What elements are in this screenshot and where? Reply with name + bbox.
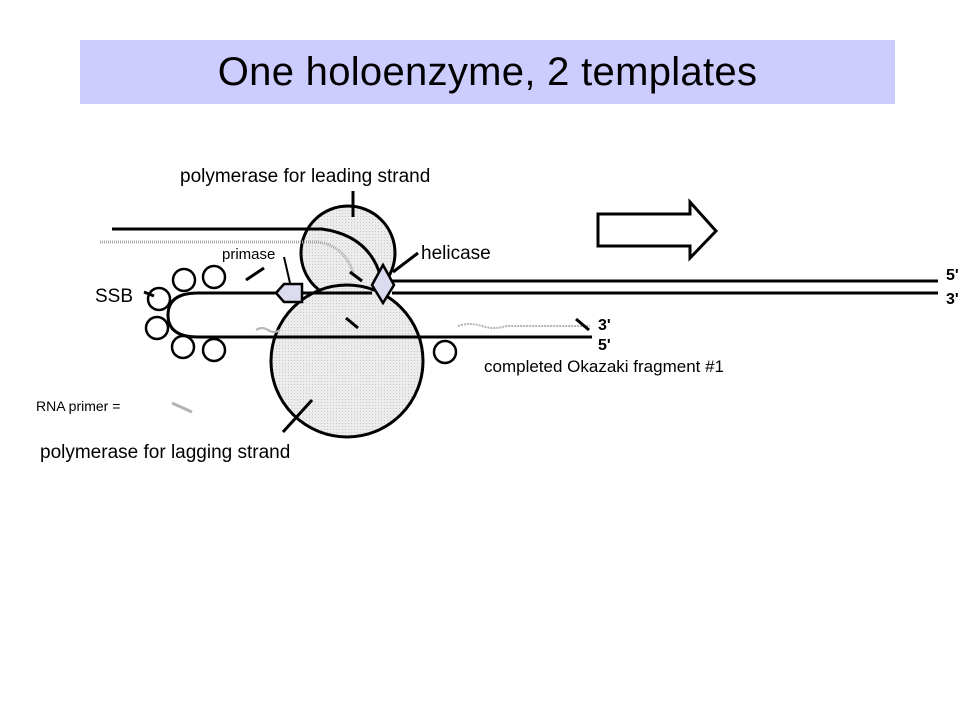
ssb-protein: [432, 339, 458, 365]
label-primase: primase: [222, 246, 275, 263]
ssb-protein: [170, 334, 196, 360]
label-top-3prime: 3': [946, 291, 959, 308]
leader-line-okazaki-3prime: [575, 317, 590, 332]
page-title: One holoenzyme, 2 templates: [217, 49, 758, 94]
label-top-5prime: 5': [946, 267, 959, 284]
helicase-shape: [370, 262, 396, 306]
leader-line-primase: [245, 266, 265, 282]
label-fragment-5prime: 5': [598, 337, 611, 354]
leader-line-helicase-tick: [349, 270, 363, 283]
leading-new-strand: [100, 240, 356, 277]
label-fragment-3prime: 3': [598, 317, 611, 334]
leader-line-helicase: [392, 251, 419, 274]
label-lagging-polymerase: polymerase for lagging strand: [40, 442, 290, 463]
okazaki-rna-primer: [457, 323, 590, 329]
ssb-protein: [144, 315, 170, 341]
label-okazaki-fragment: completed Okazaki fragment #1: [484, 357, 724, 376]
leader-line-lagging-polymerase: [281, 398, 314, 434]
leader-line-primase-2: [283, 256, 291, 284]
label-leading-polymerase: polymerase for leading strand: [180, 166, 430, 187]
title-bar: One holoenzyme, 2 templates: [80, 40, 895, 104]
leader-line-lagging-tick: [345, 316, 359, 330]
label-helicase: helicase: [421, 243, 491, 264]
ssb-protein: [201, 337, 227, 363]
ssb-protein: [201, 264, 227, 290]
ssb-protein: [171, 267, 197, 293]
ssb-protein: [146, 286, 172, 312]
primase-shape: [274, 282, 304, 304]
lagging-new-strand-primer: [255, 327, 281, 333]
label-rna-primer-key: RNA primer =: [36, 398, 120, 414]
lagging-polymerase-circle: [269, 283, 425, 439]
direction-arrow-icon: [596, 198, 719, 262]
label-ssb: SSB: [95, 286, 133, 307]
leader-line-ssb: [143, 290, 155, 298]
rna-primer-swatch: [171, 401, 193, 414]
